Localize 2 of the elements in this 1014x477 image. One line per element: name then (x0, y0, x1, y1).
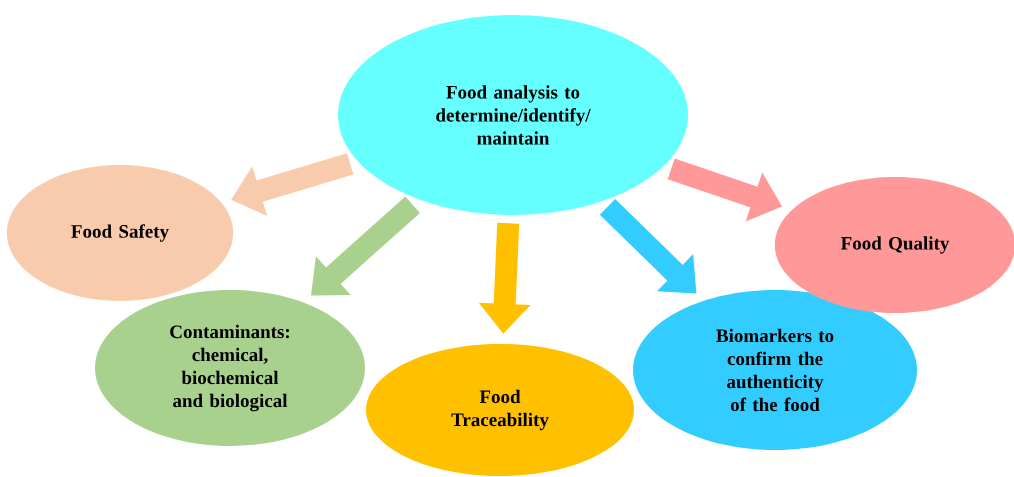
block-arrow (599, 199, 697, 294)
block-arrow (311, 196, 420, 296)
